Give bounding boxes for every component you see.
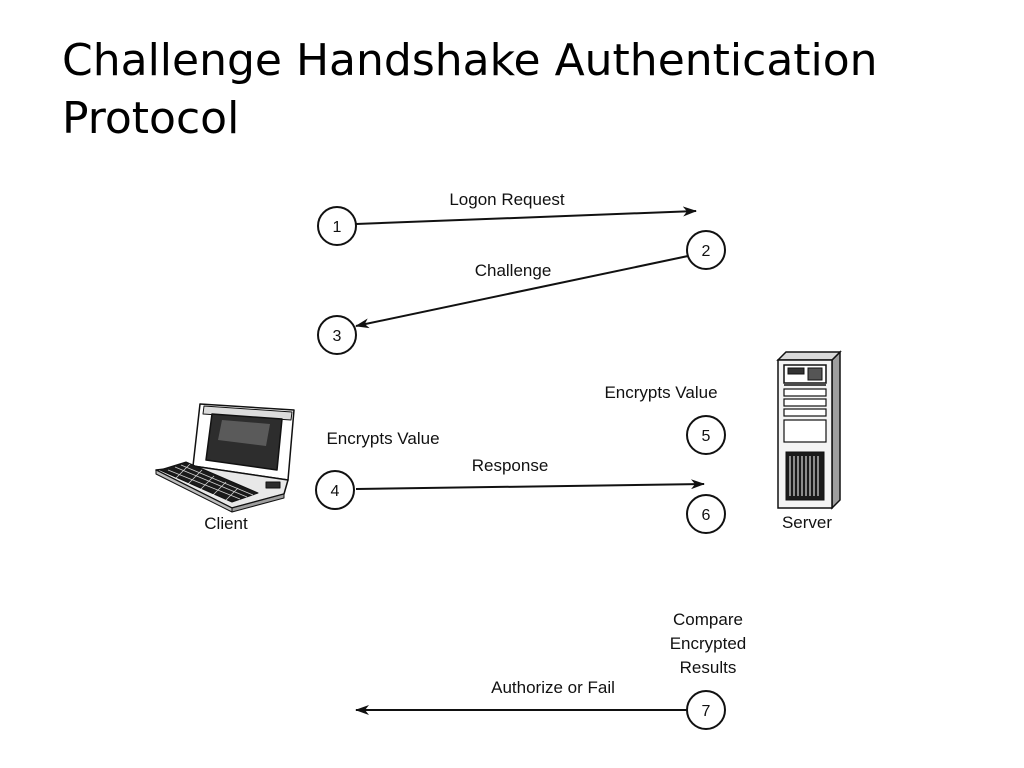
step-7-number: 7: [702, 703, 711, 720]
logon-request-arrow: [355, 206, 697, 225]
laptop-icon: [155, 403, 295, 513]
logon-request-label: Logon Request: [449, 190, 565, 209]
challenge-label: Challenge: [475, 261, 552, 280]
compare-note-line-2: Encrypted: [670, 634, 747, 653]
slide-title-line-2: Protocol: [62, 93, 240, 144]
step-6-marker: 6: [686, 494, 726, 534]
step-4-number: 4: [331, 483, 340, 500]
client-label: Client: [204, 514, 248, 533]
step-2-marker: 2: [686, 230, 726, 270]
step-5-marker: 5: [686, 415, 726, 455]
step-3-number: 3: [333, 328, 342, 345]
step-3-marker: 3: [317, 315, 357, 355]
compare-note-line-3: Results: [680, 658, 737, 677]
step-7-marker: 7: [686, 690, 726, 730]
step-2-number: 2: [702, 243, 711, 260]
response-label: Response: [472, 456, 549, 475]
challenge-arrow: [355, 255, 689, 329]
server-label: Server: [782, 513, 832, 532]
step-4-marker: 4: [315, 470, 355, 510]
server-icon: [776, 350, 842, 510]
server-encrypts-note: Encrypts Value: [604, 383, 717, 402]
client-encrypts-note: Encrypts Value: [326, 429, 439, 448]
authorize-or-fail-label: Authorize or Fail: [491, 678, 615, 697]
slide-title-line-1: Challenge Handshake Authentication: [62, 35, 878, 86]
response-arrow: [355, 479, 705, 490]
step-6-number: 6: [702, 507, 711, 524]
step-1-number: 1: [333, 219, 342, 236]
step-1-marker: 1: [317, 206, 357, 246]
compare-note-line-1: Compare: [673, 610, 743, 629]
step-5-number: 5: [702, 428, 711, 445]
slide-title: Challenge Handshake Authentication Proto…: [62, 32, 962, 148]
